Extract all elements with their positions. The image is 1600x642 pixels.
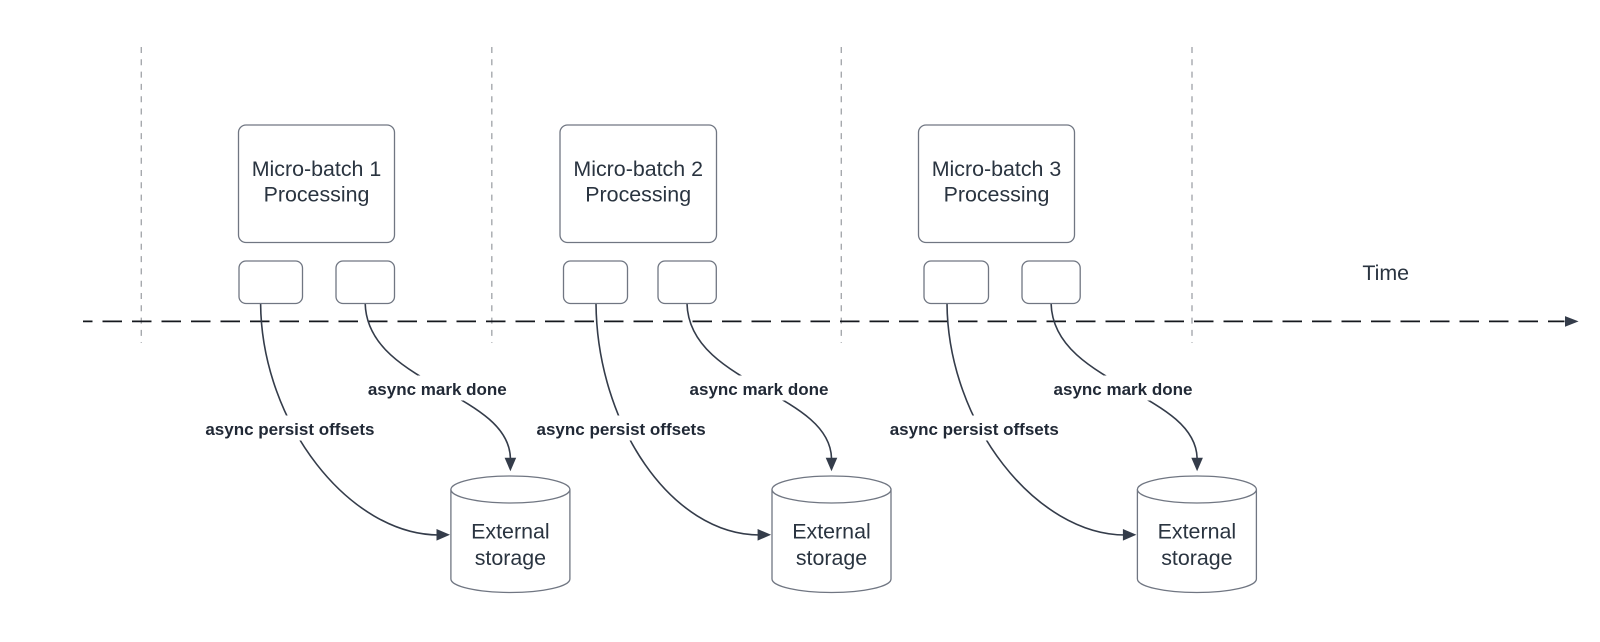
storage-label-line2: storage [475, 546, 546, 570]
storage-label-line1: External [792, 520, 870, 544]
micro-batch-group: Micro-batch 1 Processing async persist o… [200, 124, 571, 594]
storage-label-line2: storage [796, 546, 867, 570]
process-box-label-line2: Processing [944, 183, 1050, 207]
mark-done-box [657, 260, 717, 305]
mark-done-arrowhead [1191, 457, 1203, 472]
persist-offsets-label: async persist offsets [890, 420, 1059, 439]
persist-offsets-box [923, 260, 990, 305]
process-box [237, 124, 396, 244]
persist-offsets-box [238, 260, 304, 305]
process-box-label-line2: Processing [585, 183, 691, 207]
mark-done-label-bg [686, 375, 832, 401]
storage-cylinder-top [1136, 475, 1258, 504]
persist-offsets-connector [259, 303, 440, 536]
mark-done-label: async mark done [1054, 380, 1193, 399]
persist-offsets-label-bg [531, 415, 712, 441]
mark-done-box [1021, 260, 1081, 305]
persist-offsets-connector [595, 303, 761, 536]
persist-offsets-label-bg [884, 415, 1065, 441]
storage-label-line2: storage [1161, 546, 1232, 570]
process-box [917, 124, 1076, 244]
storage-cylinder [450, 489, 571, 594]
persist-offsets-arrowhead [436, 529, 450, 541]
storage-cylinder [1136, 489, 1258, 594]
micro-batch-group: Micro-batch 3 Processing async persist o… [884, 124, 1258, 594]
mark-done-arrowhead [504, 457, 517, 472]
mark-done-arrowhead [825, 457, 838, 472]
process-box-label-line1: Micro-batch 3 [932, 157, 1062, 181]
persist-offsets-label: async persist offsets [537, 420, 706, 439]
micro-batch-group: Micro-batch 2 Processing async persist o… [531, 124, 892, 594]
mark-done-label: async mark done [368, 380, 507, 399]
process-box-label-line2: Processing [264, 183, 370, 207]
persist-offsets-arrowhead [757, 529, 772, 541]
process-box-label-line1: Micro-batch 1 [252, 157, 382, 181]
process-box-label-line1: Micro-batch 2 [573, 157, 703, 181]
mark-done-box [335, 260, 396, 305]
time-axis-label: Time [1362, 261, 1409, 285]
persist-offsets-arrowhead [1122, 529, 1137, 541]
storage-label-line1: External [1158, 520, 1236, 544]
mark-done-label-bg [1050, 375, 1196, 401]
persist-offsets-connector [946, 303, 1126, 536]
storage-cylinder-top [771, 475, 892, 504]
storage-label-line1: External [471, 520, 549, 544]
storage-cylinder [771, 489, 892, 594]
mark-done-label-bg [364, 375, 511, 401]
mark-done-label: async mark done [690, 380, 829, 399]
time-axis-arrowhead [1565, 316, 1579, 327]
storage-cylinder-top [450, 475, 571, 504]
persist-offsets-label: async persist offsets [205, 420, 374, 439]
process-box [559, 124, 718, 244]
persist-offsets-box [562, 260, 629, 305]
persist-offsets-label-bg [200, 415, 380, 441]
